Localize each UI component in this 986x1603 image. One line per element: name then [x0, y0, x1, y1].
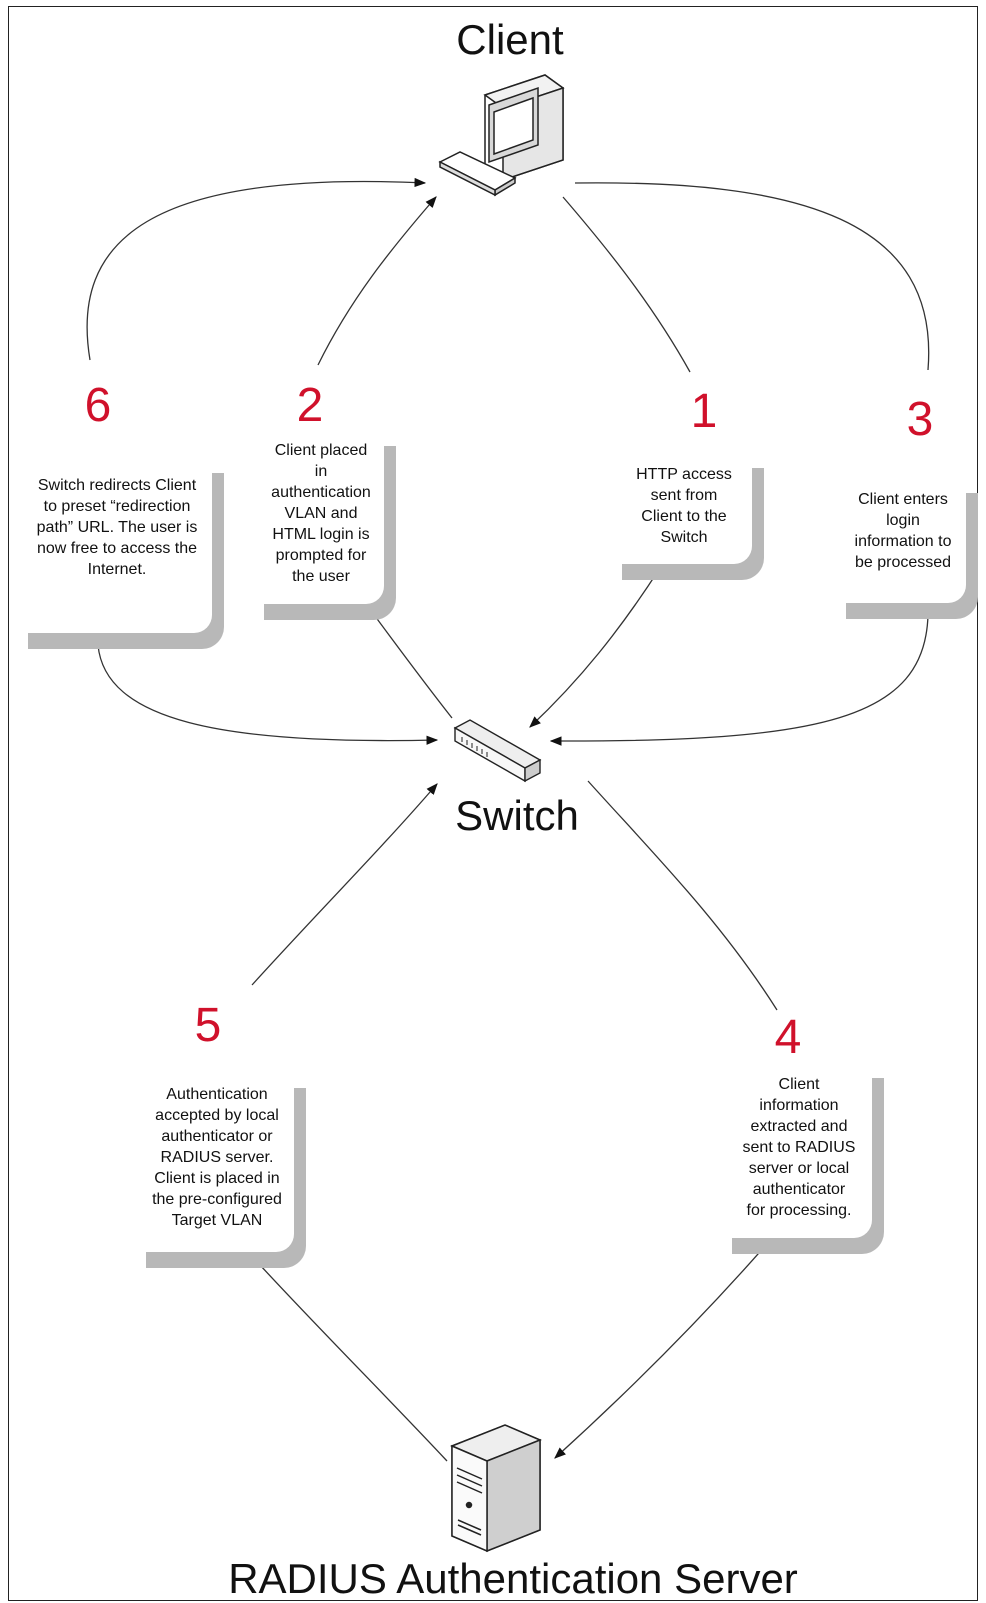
step-3-callout: Client enters login information to be pr… — [840, 485, 982, 619]
computer-icon — [438, 74, 565, 197]
flow-client-to-3 — [574, 182, 930, 371]
step-6-callout: Switch redirects Client to preset “redir… — [22, 465, 224, 649]
step-1-text: HTTP access sent from Client to the Swit… — [636, 466, 732, 546]
flow-6-to-client — [86, 177, 427, 361]
flow-5-to-switch — [251, 783, 438, 986]
step-5-callout: Authentication accepted by local authent… — [140, 1080, 308, 1268]
step-3-number: 3 — [906, 393, 934, 446]
flow-3-to-switch — [549, 614, 929, 746]
step-6-number: 6 — [84, 379, 112, 432]
step-1-callout: HTTP access sent from Client to the Swit… — [616, 460, 766, 580]
flow-client-to-1 — [562, 196, 691, 373]
flow-1-to-switch — [529, 567, 661, 728]
flow-4-to-server — [554, 1244, 767, 1459]
step-4-number: 4 — [774, 1011, 802, 1064]
step-6-text: Switch redirects Client to preset “redir… — [36, 477, 198, 578]
radius-server-label: RADIUS Authentication Server — [228, 1555, 798, 1602]
flow-2-to-switch — [371, 611, 453, 719]
step-5-text: Authentication accepted by local authent… — [152, 1086, 282, 1229]
step-5-number: 5 — [194, 999, 222, 1052]
switch-label: Switch — [455, 792, 579, 839]
step-3-text: Client enters login information to be pr… — [854, 491, 952, 571]
flow-2-to-client — [317, 196, 437, 366]
flow-switch-to-4 — [587, 780, 778, 1011]
step-1-number: 1 — [690, 385, 718, 438]
step-4-text: Client information extracted and sent to… — [742, 1076, 856, 1219]
step-2-number: 2 — [296, 379, 324, 432]
server-tower-icon — [450, 1424, 542, 1553]
flow-5-to-server — [259, 1264, 448, 1462]
network-switch-icon — [453, 719, 542, 783]
flow-6-to-switch — [97, 644, 439, 745]
step-2-text: Client placed in authentication VLAN and… — [271, 442, 371, 585]
client-label: Client — [456, 16, 564, 63]
step-4-callout: Client information extracted and sent to… — [726, 1070, 886, 1254]
diagram-frame — [8, 6, 978, 1601]
step-2-callout: Client placed in authentication VLAN and… — [258, 438, 398, 620]
